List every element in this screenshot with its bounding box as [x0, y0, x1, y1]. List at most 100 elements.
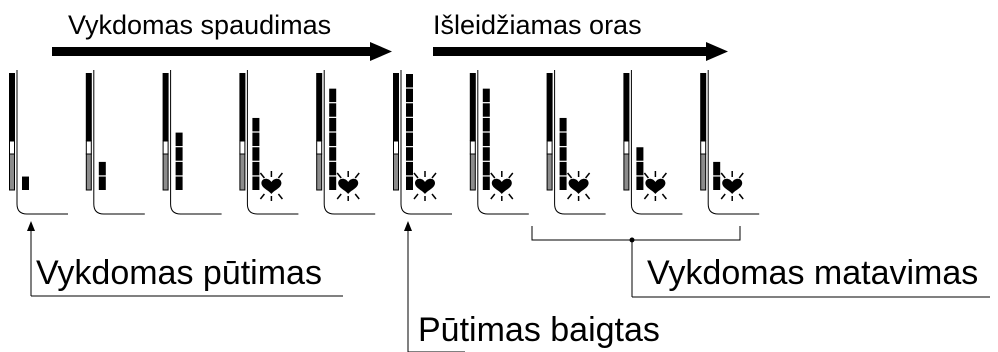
- pressurizing-label: Vykdomas spaudimas: [68, 10, 332, 40]
- pressure-segment: [406, 161, 413, 176]
- gauge-bar-bottom: [393, 153, 399, 191]
- pressure-segment: [559, 161, 567, 176]
- frame-9: [623, 70, 683, 215]
- frame-outline: [477, 70, 529, 215]
- pressure-segment: [175, 147, 183, 161]
- pressure-segment: [482, 132, 490, 147]
- gauge-bar-bottom: [546, 153, 553, 191]
- gauge-bar-window: [623, 140, 630, 155]
- measuring-bracket: [531, 226, 990, 298]
- gauge-bar-window: [85, 140, 92, 155]
- gauge-bar-top: [469, 73, 476, 141]
- gauge-bar-window: [162, 140, 169, 155]
- gauge-bar-bottom: [700, 153, 707, 191]
- pressure-segment: [406, 88, 413, 103]
- pressure-segment: [329, 132, 337, 147]
- gauge-bar-window: [239, 140, 246, 155]
- frame-2: [85, 70, 145, 215]
- pressure-segment: [98, 176, 106, 190]
- pressure-segment: [175, 132, 183, 147]
- frame-outline: [400, 70, 452, 215]
- gauge-bar-window: [469, 140, 476, 155]
- pressure-segment: [482, 88, 490, 103]
- frame-outline: [707, 70, 760, 215]
- inflating-label: Vykdomas pūtimas: [36, 254, 322, 292]
- inflation-finished-callout: [404, 221, 465, 352]
- pressurizing-arrow: [52, 42, 392, 61]
- gauge-bar-bottom: [85, 153, 92, 191]
- frame-10: [700, 70, 760, 215]
- gauge-bar-top: [316, 73, 323, 141]
- frame-1: [9, 70, 68, 215]
- heart-icon: [413, 170, 437, 202]
- gauge-bar-top: [162, 73, 169, 141]
- pressure-segment: [482, 147, 490, 161]
- pressure-segment: [406, 117, 413, 132]
- pressure-segment: [713, 161, 721, 176]
- frame-4: [239, 70, 299, 215]
- pressure-segment: [252, 117, 260, 132]
- pressure-segment: [406, 147, 413, 161]
- pressure-segment: [482, 161, 490, 176]
- pressure-segment: [329, 176, 337, 190]
- frame-3: [162, 70, 222, 215]
- pressure-segment: [329, 117, 337, 132]
- frame-5: [316, 70, 376, 215]
- frame-outline: [630, 70, 683, 215]
- gauge-bar-window: [9, 140, 15, 155]
- gauge-bar-top: [9, 73, 15, 141]
- releasing-air-arrow: [433, 42, 728, 61]
- gauge-bar-window: [700, 140, 707, 155]
- gauge-bar-top: [239, 73, 246, 141]
- heart-icon: [643, 170, 668, 202]
- frame-outline: [170, 70, 222, 215]
- pressure-segment: [482, 117, 490, 132]
- pressure-segment: [329, 161, 337, 176]
- pressure-segment: [175, 161, 183, 176]
- frame-7: [469, 70, 529, 215]
- gauge-bar-bottom: [162, 153, 169, 191]
- heart-icon: [336, 170, 360, 202]
- gauge-bar-bottom: [623, 153, 630, 191]
- pressure-segment: [559, 132, 567, 147]
- pressure-segment: [406, 74, 413, 88]
- pressure-segment: [22, 176, 29, 190]
- pressure-segment: [406, 132, 413, 147]
- gauge-bar-top: [85, 73, 92, 141]
- pressure-segment: [329, 103, 337, 117]
- pressure-segment: [406, 103, 413, 117]
- pressure-segment: [98, 161, 106, 176]
- frame-outline: [246, 70, 299, 215]
- inflation-finished-label: Pūtimas baigtas: [418, 311, 660, 349]
- pressure-segment: [252, 147, 260, 161]
- inflating-callout: [27, 221, 343, 297]
- pressure-segment: [482, 103, 490, 117]
- frame-6: [393, 70, 452, 215]
- pressure-segment: [252, 161, 260, 176]
- gauge-bar-top: [393, 73, 399, 141]
- frame-8: [546, 70, 606, 215]
- pressure-segment: [559, 176, 567, 190]
- gauge-bar-top: [623, 73, 630, 141]
- heart-icon: [566, 170, 591, 202]
- pressure-segment: [636, 176, 644, 190]
- frames: [9, 70, 760, 215]
- gauge-bar-window: [546, 140, 553, 155]
- pressure-segment: [482, 176, 490, 190]
- gauge-bar-bottom: [9, 153, 15, 191]
- gauge-bar-top: [546, 73, 553, 141]
- gauge-bar-window: [393, 140, 399, 155]
- pressure-segment: [559, 117, 567, 132]
- heart-icon: [259, 170, 284, 202]
- pressure-segment: [175, 176, 183, 190]
- pressure-segment: [713, 176, 721, 190]
- frame-outline: [93, 70, 145, 215]
- measuring-label: Vykdomas matavimas: [647, 254, 979, 292]
- pressure-segment: [329, 88, 337, 103]
- frame-outline: [323, 70, 376, 215]
- frame-outline: [16, 70, 68, 215]
- frame-outline: [554, 70, 606, 215]
- heart-icon: [720, 170, 744, 202]
- pressure-segment: [559, 147, 567, 161]
- pressure-segment: [329, 147, 337, 161]
